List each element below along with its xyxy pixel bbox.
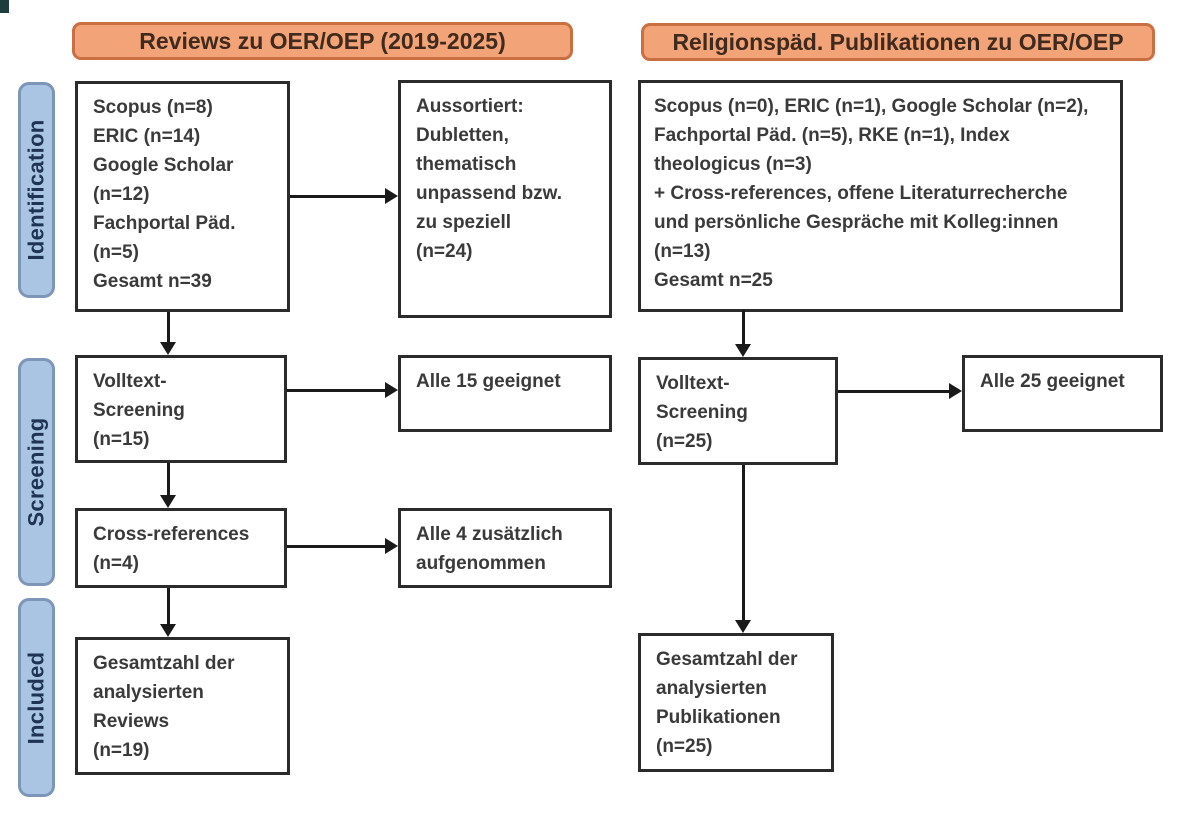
box-reviews-total: Gesamtzahl der analysierten Reviews (n=1… — [75, 637, 290, 775]
arrow-head-right-icon — [385, 538, 398, 554]
box-reviews-sources: Scopus (n=8) ERIC (n=14) Google Scholar … — [75, 81, 290, 312]
stage-label-identification: Identification — [18, 82, 55, 298]
arrow-head-right-icon — [385, 188, 398, 204]
stage-label-identification-text: Identification — [23, 119, 49, 261]
box-reviews-added-text: Alle 4 zusätzlich aufgenommen — [416, 524, 563, 574]
box-reviews-total-text: Gesamtzahl der analysierten Reviews (n=1… — [93, 653, 235, 761]
box-reviews-added: Alle 4 zusätzlich aufgenommen — [398, 508, 612, 588]
box-reviews-fulltext-text: Volltext- Screening (n=15) — [93, 371, 185, 450]
stage-label-included-text: Included — [23, 651, 49, 744]
flow-header-publications-label: Religionspäd. Publikationen zu OER/OEP — [672, 28, 1124, 55]
box-reviews-crossreferences: Cross-references (n=4) — [75, 508, 287, 588]
flow-header-publications: Religionspäd. Publikationen zu OER/OEP — [641, 23, 1155, 61]
arrow-line — [838, 390, 951, 393]
arrow-head-right-icon — [949, 383, 962, 399]
flow-header-reviews: Reviews zu OER/OEP (2019-2025) — [72, 22, 573, 60]
arrow-head-down-icon — [160, 342, 176, 355]
flow-header-reviews-label: Reviews zu OER/OEP (2019-2025) — [139, 27, 506, 54]
arrow-line — [167, 588, 170, 626]
box-publications-total-text: Gesamtzahl der analysierten Publikatione… — [656, 649, 798, 757]
stage-label-included: Included — [18, 598, 55, 797]
arrow-head-down-icon — [735, 620, 751, 633]
box-publications-sources-text: Scopus (n=0), ERIC (n=1), Google Scholar… — [654, 96, 1089, 291]
arrow-line — [167, 312, 170, 344]
box-publications-sources: Scopus (n=0), ERIC (n=1), Google Scholar… — [638, 80, 1123, 312]
box-publications-eligible: Alle 25 geeignet — [962, 355, 1163, 432]
box-reviews-fulltext-screening: Volltext- Screening (n=15) — [75, 355, 287, 463]
arrow-line — [287, 545, 387, 548]
box-publications-eligible-text: Alle 25 geeignet — [980, 371, 1125, 392]
box-publications-fulltext-screening: Volltext- Screening (n=25) — [638, 357, 838, 465]
box-reviews-eligible-text: Alle 15 geeignet — [416, 371, 561, 392]
corner-artifact — [0, 0, 9, 13]
arrow-head-right-icon — [385, 382, 398, 398]
box-reviews-crossreferences-text: Cross-references (n=4) — [93, 524, 250, 574]
arrow-head-down-icon — [160, 624, 176, 637]
arrow-head-down-icon — [160, 495, 176, 508]
box-reviews-sources-text: Scopus (n=8) ERIC (n=14) Google Scholar … — [93, 97, 236, 292]
arrow-line — [287, 389, 387, 392]
box-publications-fulltext-text: Volltext- Screening (n=25) — [656, 373, 748, 452]
arrow-line — [742, 465, 745, 622]
arrow-head-down-icon — [735, 344, 751, 357]
box-publications-total: Gesamtzahl der analysierten Publikatione… — [638, 633, 834, 772]
arrow-line — [290, 195, 387, 198]
box-reviews-excluded: Aussortiert: Dubletten, thematisch unpas… — [398, 80, 612, 318]
box-reviews-excluded-text: Aussortiert: Dubletten, thematisch unpas… — [416, 96, 563, 262]
stage-label-screening: Screening — [18, 358, 55, 586]
stage-label-screening-text: Screening — [23, 417, 49, 527]
arrow-line — [742, 310, 745, 346]
box-reviews-eligible: Alle 15 geeignet — [398, 355, 612, 432]
arrow-line — [167, 463, 170, 497]
